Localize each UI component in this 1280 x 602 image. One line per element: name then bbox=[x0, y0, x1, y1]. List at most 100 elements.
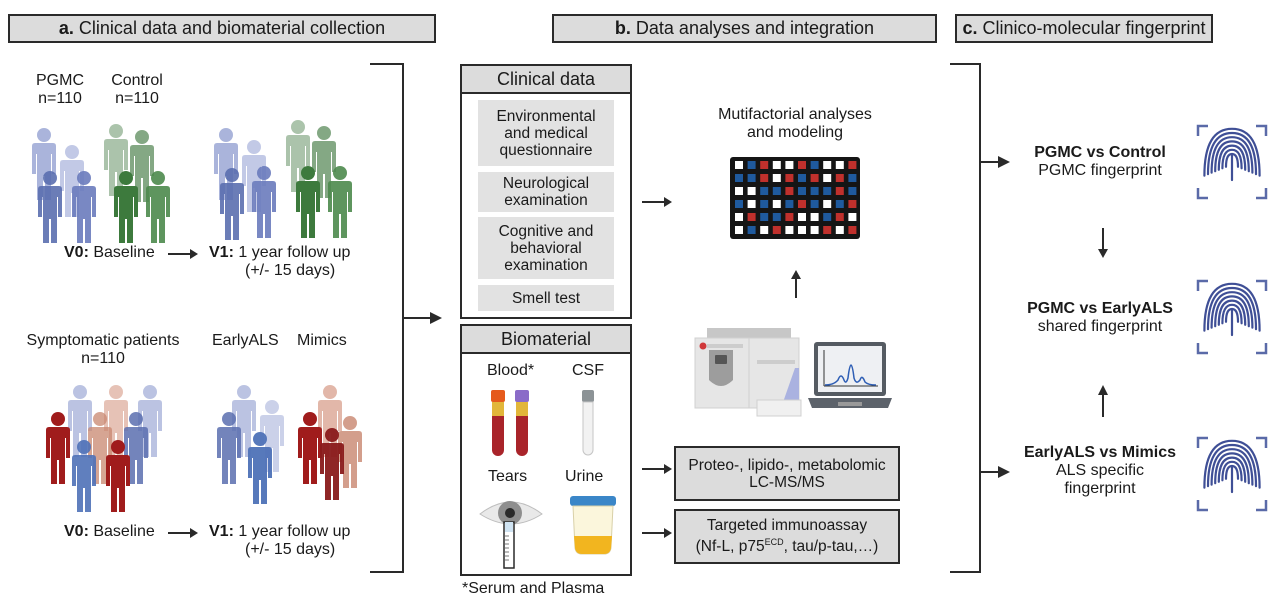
heatmap-cell bbox=[810, 213, 819, 221]
heatmap-cell bbox=[735, 174, 743, 182]
group-name: Mimics bbox=[297, 332, 347, 349]
item-line: examination bbox=[504, 256, 588, 274]
assay-text: (Nf-L, p75 bbox=[695, 538, 765, 556]
heatmap-cell bbox=[785, 200, 794, 208]
person-icon bbox=[46, 412, 70, 484]
laptop-chart-icon bbox=[808, 342, 892, 408]
heatmap-cell bbox=[798, 226, 806, 234]
sample-blood-label: Blood* bbox=[487, 362, 535, 379]
heatmap-cell bbox=[835, 187, 844, 195]
heatmap-cell bbox=[835, 226, 844, 234]
person-icon bbox=[72, 171, 96, 243]
analysis-title: Mutifactorial analyses and modeling bbox=[700, 106, 890, 142]
group-count: n=110 bbox=[81, 350, 125, 367]
assay-line: LC-MS/MS bbox=[749, 473, 825, 491]
group-name: PGMC bbox=[36, 72, 84, 89]
heatmap-cell bbox=[747, 200, 756, 208]
scan-corner bbox=[1196, 343, 1208, 355]
section-letter: b. bbox=[614, 18, 631, 38]
analysis-title-line: Mutifactorial analyses bbox=[718, 106, 872, 123]
heatmap-cell bbox=[848, 174, 857, 182]
person-icon bbox=[328, 166, 352, 238]
heatmap-cell bbox=[810, 187, 819, 195]
arrow-up-icon bbox=[791, 270, 801, 298]
heatmap-cell bbox=[810, 226, 819, 234]
group-control-label: Control n=110 bbox=[104, 72, 170, 108]
heatmap-cell bbox=[772, 200, 781, 208]
heatmap-cell bbox=[760, 174, 769, 182]
immunoassay-box: Targeted immunoassay (Nf-L, p75ECD, tau/… bbox=[674, 509, 900, 564]
heatmap-cell bbox=[810, 174, 819, 182]
group-count: n=110 bbox=[38, 90, 82, 107]
arrow-right-icon bbox=[168, 528, 198, 538]
visit-v1-bottom: V1: 1 year follow up bbox=[209, 523, 350, 541]
heatmap-cell bbox=[848, 213, 857, 221]
heatmap-cell bbox=[747, 161, 756, 169]
item-line: Neurological bbox=[502, 175, 590, 192]
analysis-heatmap bbox=[730, 157, 860, 239]
scan-corner bbox=[1196, 279, 1208, 291]
visit-label: V0: bbox=[64, 244, 89, 261]
visit-v1-top: V1: 1 year follow up bbox=[209, 244, 350, 262]
person-icon bbox=[114, 171, 138, 243]
omics-assay-box: Proteo-, lipido-, metabolomic LC-MS/MS bbox=[674, 446, 900, 501]
person-icon bbox=[72, 440, 96, 512]
clinical-data-panel: Clinical data Environmental and medical … bbox=[460, 64, 632, 319]
group-symptomatic-label: Symptomatic patients n=110 bbox=[18, 332, 188, 368]
section-header-a: a. Clinical data and biomaterial collect… bbox=[8, 14, 436, 43]
scan-corner bbox=[1256, 500, 1268, 512]
sample-tears-label: Tears bbox=[488, 468, 528, 485]
arrow-up-icon bbox=[1098, 385, 1108, 417]
heatmap-cell bbox=[823, 161, 832, 169]
visit-window: (+/- 15 days) bbox=[245, 541, 336, 558]
clinical-item-questionnaire: Environmental and medical questionnaire bbox=[478, 100, 614, 166]
heatmap-cell bbox=[747, 213, 756, 221]
fingerprint-icon bbox=[1196, 124, 1268, 200]
person-icon bbox=[217, 412, 241, 484]
comparison-title: PGMC vs EarlyALS bbox=[1027, 300, 1173, 317]
heatmap-cell bbox=[785, 174, 794, 182]
visit-text: Baseline bbox=[93, 523, 155, 540]
heatmap-cell bbox=[785, 213, 794, 221]
heatmap-cell bbox=[798, 213, 806, 221]
heatmap-cell bbox=[760, 226, 769, 234]
person-icon bbox=[38, 171, 62, 243]
urine-cup-icon bbox=[570, 496, 616, 555]
heatmap-cell bbox=[798, 187, 806, 195]
section-title: Data analyses and integration bbox=[635, 18, 875, 38]
heatmap-cell bbox=[747, 174, 756, 182]
fingerprint-pgmc-earlyals: PGMC vs EarlyALS shared fingerprint bbox=[1010, 300, 1190, 336]
section-header-b: b. Data analyses and integration bbox=[552, 14, 937, 43]
item-line: Environmental bbox=[496, 107, 596, 125]
group-count: n=110 bbox=[115, 90, 159, 107]
csf-tube-icon bbox=[582, 390, 594, 456]
heatmap-cell bbox=[798, 174, 806, 182]
heatmap-cell bbox=[747, 226, 756, 234]
bracket-b bbox=[950, 63, 1010, 573]
visit-v0-bottom: V0: Baseline bbox=[64, 523, 155, 541]
heatmap-cell bbox=[735, 226, 743, 234]
section-letter: a. bbox=[58, 18, 74, 38]
section-title: Clinico-molecular fingerprint bbox=[982, 18, 1206, 38]
visit-label: V1: bbox=[209, 244, 234, 261]
arrow-right-icon bbox=[642, 528, 672, 538]
heatmap-cell bbox=[848, 187, 857, 195]
comparison-desc: PGMC fingerprint bbox=[1038, 162, 1162, 179]
bracket-a bbox=[370, 63, 442, 573]
heatmap-cell bbox=[735, 200, 743, 208]
scan-corner bbox=[1196, 500, 1208, 512]
arrow-right-icon bbox=[168, 249, 198, 259]
heatmap-cell bbox=[760, 187, 769, 195]
heatmap-cell bbox=[835, 174, 844, 182]
comparison-title: PGMC vs Control bbox=[1034, 144, 1166, 161]
person-icon bbox=[320, 428, 344, 500]
person-icon bbox=[296, 166, 320, 238]
arrow-right-icon bbox=[642, 464, 672, 474]
heatmap-cell bbox=[735, 161, 743, 169]
fingerprint-pgmc-control: PGMC vs Control PGMC fingerprint bbox=[1010, 144, 1190, 180]
heatmap-cell bbox=[848, 226, 857, 234]
group-earlyals-label: EarlyALS bbox=[212, 332, 279, 350]
heatmap-cell bbox=[785, 187, 794, 195]
assay-line: Targeted immunoassay bbox=[706, 517, 868, 535]
analysis-title-line: and modeling bbox=[746, 124, 844, 141]
